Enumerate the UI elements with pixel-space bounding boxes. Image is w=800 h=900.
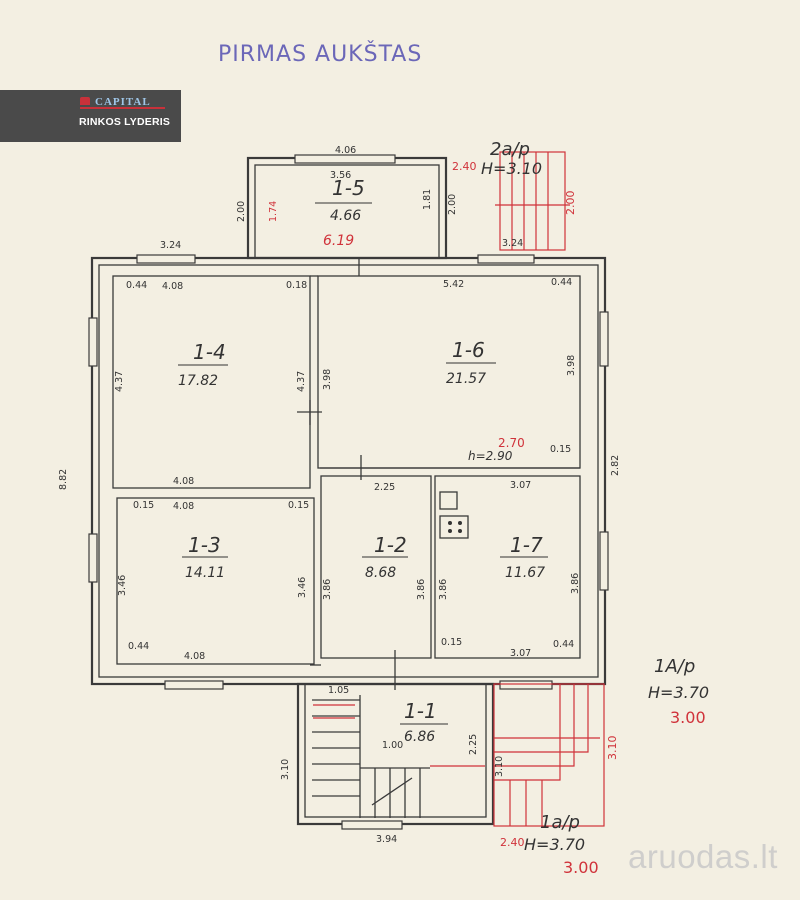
svg-text:1a/p: 1a/p (540, 812, 580, 833)
page-title: PIRMAS AUKŠTAS (218, 41, 422, 67)
svg-text:2.70: 2.70 (498, 436, 525, 450)
svg-text:3.00: 3.00 (563, 858, 599, 877)
svg-text:3.46: 3.46 (117, 575, 128, 596)
svg-text:2.00: 2.00 (447, 194, 458, 215)
svg-text:3.10: 3.10 (494, 756, 505, 777)
svg-text:0.15: 0.15 (288, 500, 309, 511)
svg-text:3.24: 3.24 (160, 240, 181, 251)
svg-text:0.44: 0.44 (553, 639, 574, 650)
svg-text:1.00: 1.00 (382, 740, 403, 751)
svg-text:2.25: 2.25 (374, 482, 395, 493)
svg-text:H=3.70: H=3.70 (648, 683, 709, 702)
room-labels: 1-4 17.82 1-6 21.57 1-3 14.11 1-2 8.68 1… (178, 176, 548, 745)
svg-text:4.08: 4.08 (184, 651, 205, 662)
stairs (312, 695, 430, 818)
svg-text:3.07: 3.07 (510, 648, 531, 659)
room-1-2-id: 1-2 (374, 533, 407, 557)
room-1-3-id: 1-3 (188, 533, 221, 557)
svg-text:0.15: 0.15 (133, 500, 154, 511)
svg-text:2.25: 2.25 (468, 734, 479, 755)
svg-text:H=3.70: H=3.70 (524, 835, 585, 854)
svg-text:4.08: 4.08 (173, 476, 194, 487)
room-1-6-id: 1-6 (452, 338, 485, 362)
svg-text:0.44: 0.44 (126, 280, 147, 291)
svg-text:2a/p: 2a/p (490, 139, 530, 160)
svg-text:2.40: 2.40 (452, 160, 477, 173)
room-1-5-area: 4.66 (330, 208, 361, 224)
svg-text:3.07: 3.07 (510, 480, 531, 491)
windows (88, 154, 609, 830)
svg-text:h=2.90: h=2.90 (468, 449, 513, 463)
kitchen-fixtures (439, 491, 469, 539)
svg-text:0.18: 0.18 (286, 280, 307, 291)
capital-logo-icon (80, 97, 90, 105)
svg-text:4.37: 4.37 (296, 371, 307, 392)
svg-text:5.42: 5.42 (443, 279, 464, 290)
svg-text:1.74: 1.74 (268, 201, 279, 222)
svg-text:2.82: 2.82 (610, 455, 621, 476)
room-1-1-area: 6.86 (404, 729, 435, 745)
svg-text:8.82: 8.82 (58, 469, 69, 490)
svg-text:3.98: 3.98 (566, 355, 577, 376)
room-1-7-id: 1-7 (510, 533, 543, 557)
room-1-5-area-red: 6.19 (323, 233, 354, 249)
svg-text:3.86: 3.86 (438, 579, 449, 600)
badge-brand: CAPITAL (95, 96, 151, 108)
svg-text:2.40: 2.40 (500, 836, 525, 849)
svg-text:3.86: 3.86 (570, 573, 581, 594)
svg-text:3.86: 3.86 (416, 579, 427, 600)
svg-text:0.15: 0.15 (441, 637, 462, 648)
level-annotations: 2a/p H=3.10 2.40 2.00 1A/p H=3.70 3.00 3… (452, 139, 709, 877)
svg-text:4.08: 4.08 (162, 281, 183, 292)
svg-text:3.10: 3.10 (280, 759, 291, 780)
room-1-2-area: 8.68 (365, 565, 396, 581)
red-annotations (313, 151, 605, 827)
svg-text:2.00: 2.00 (236, 201, 247, 222)
badge-stripe (80, 107, 165, 109)
svg-text:3.98: 3.98 (322, 369, 333, 390)
watermark: aruodas.lt (628, 838, 778, 875)
realtor-badge[interactable]: CAPITAL RINKOS LYDERIS (0, 90, 181, 142)
svg-text:H=3.10: H=3.10 (481, 159, 542, 178)
walls (90, 156, 607, 826)
svg-text:4.08: 4.08 (173, 501, 194, 512)
svg-text:4.06: 4.06 (335, 145, 356, 156)
svg-text:3.24: 3.24 (502, 238, 523, 249)
svg-text:1.81: 1.81 (422, 189, 433, 210)
svg-text:1.05: 1.05 (328, 685, 349, 696)
room-1-5-id: 1-5 (332, 176, 365, 200)
svg-text:0.15: 0.15 (550, 444, 571, 455)
room-1-4-id: 1-4 (193, 340, 226, 364)
room-1-4-area: 17.82 (178, 373, 218, 389)
svg-text:0.44: 0.44 (128, 641, 149, 652)
dimension-labels: 4.06 3.56 2.00 2.00 1.81 1.74 3.24 3.24 … (58, 145, 621, 845)
room-1-6-area: 21.57 (446, 371, 486, 387)
badge-slogan: RINKOS LYDERIS (79, 116, 171, 128)
svg-text:3.00: 3.00 (670, 708, 706, 727)
svg-text:3.86: 3.86 (322, 579, 333, 600)
room-1-3-area: 14.11 (185, 565, 225, 581)
svg-text:3.10: 3.10 (606, 736, 619, 761)
door-marks (297, 258, 396, 690)
svg-text:4.37: 4.37 (114, 371, 125, 392)
room-1-1-id: 1-1 (404, 699, 437, 723)
svg-text:1A/p: 1A/p (654, 656, 695, 677)
svg-text:3.46: 3.46 (297, 577, 308, 598)
svg-text:3.56: 3.56 (330, 170, 351, 181)
svg-text:3.94: 3.94 (376, 834, 397, 845)
svg-text:2.00: 2.00 (564, 191, 577, 216)
svg-text:0.44: 0.44 (551, 277, 572, 288)
room-1-7-area: 11.67 (505, 565, 545, 581)
